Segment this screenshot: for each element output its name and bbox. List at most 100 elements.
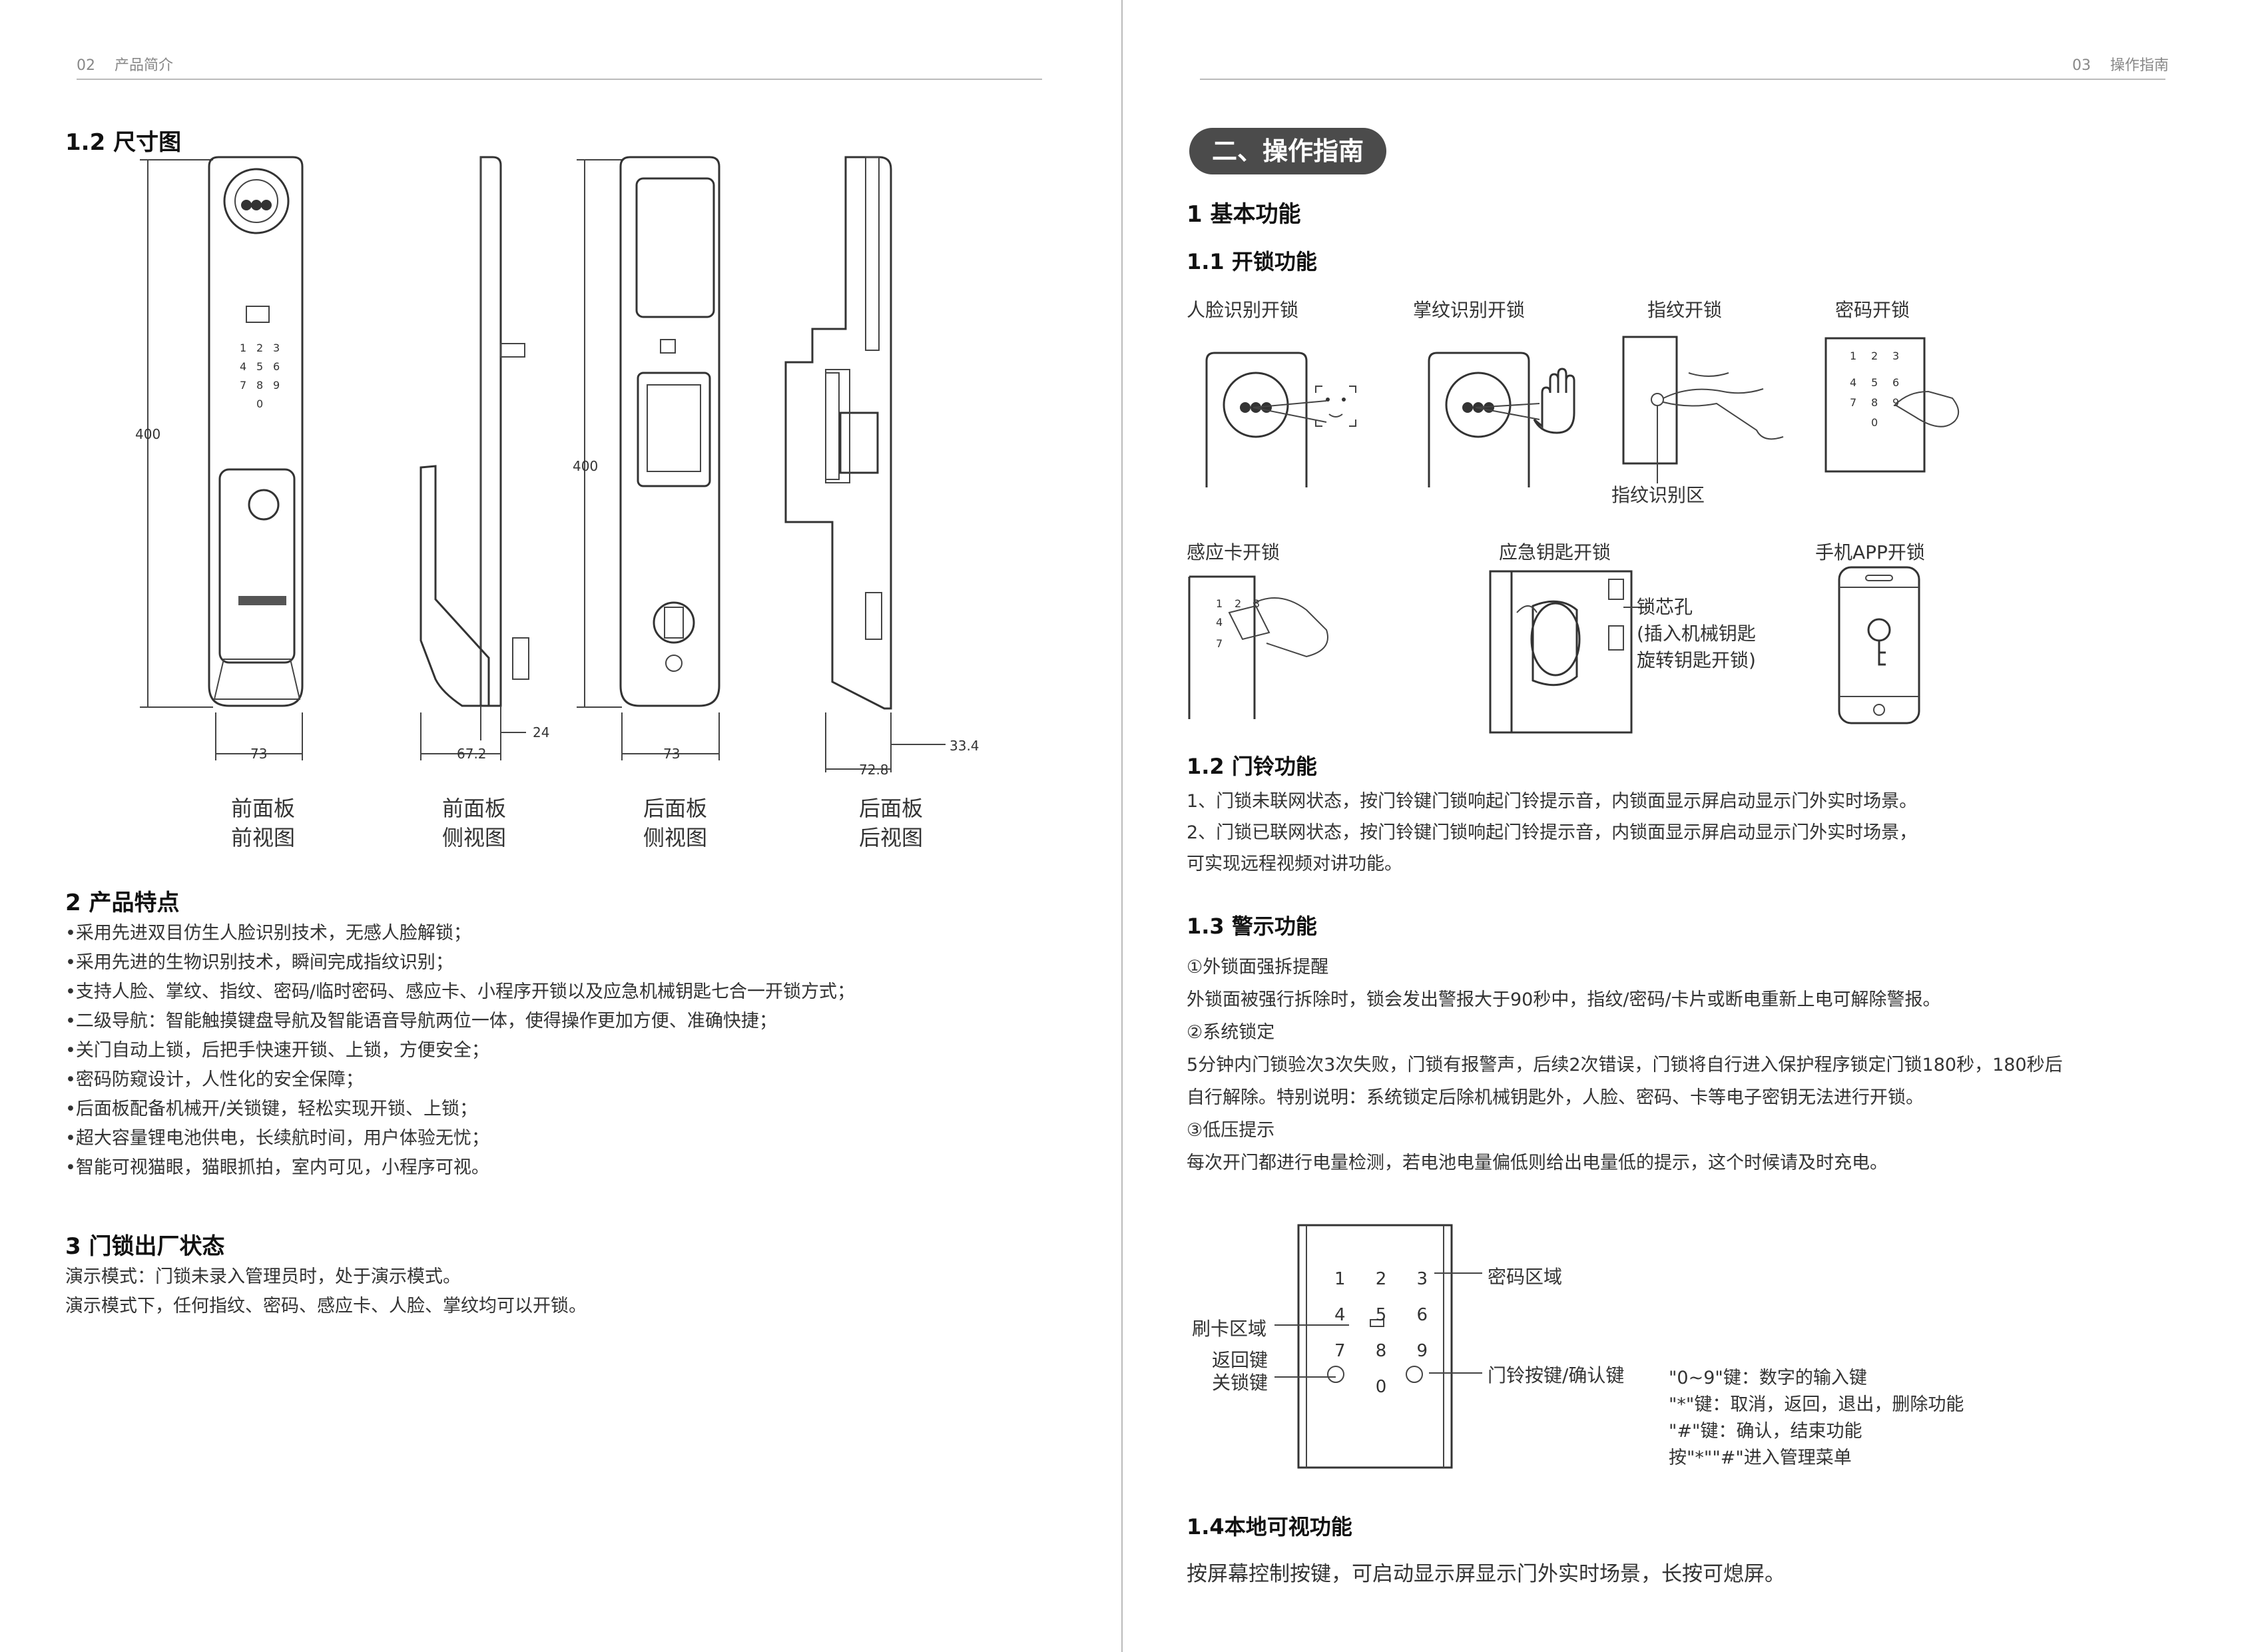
- fingerprint-illustration: [1622, 336, 1784, 483]
- svg-text:1: 1: [1216, 597, 1223, 610]
- dim-depth-side: 24: [533, 724, 550, 740]
- method-fingerprint: 指纹开锁: [1647, 299, 1723, 321]
- right-header: 03 操作指南: [2072, 53, 2169, 75]
- left-header: 02 产品简介: [77, 53, 173, 75]
- svg-text:4: 4: [1216, 616, 1223, 629]
- method-app: 手机APP开锁: [1815, 541, 1925, 563]
- feature-item: •密码防窥设计，人性化的安全保障；: [65, 1069, 364, 1090]
- app-illustration: [1838, 566, 1920, 724]
- label-bell-confirm: 门铃按键/确认键: [1488, 1364, 1625, 1386]
- key-7: 7: [1334, 1341, 1346, 1361]
- header-divider: [77, 79, 1042, 80]
- svg-text:8: 8: [256, 379, 263, 392]
- svg-text:9: 9: [1892, 396, 1899, 409]
- svg-text:7: 7: [1850, 396, 1856, 409]
- label-back-lock: 返回键 关锁键: [1212, 1349, 1268, 1394]
- front-side-view: [420, 156, 529, 760]
- key-2: 2: [1375, 1269, 1387, 1289]
- header-title: 产品简介: [115, 57, 174, 74]
- bell-text: 1、门锁未联网状态，按门铃键门锁响起门铃提示音，内锁面显示屏启动显示门外实时场景…: [1187, 791, 1918, 874]
- section-pill: 二、操作指南: [1189, 128, 1387, 174]
- keypad-keys: 1 2 3 4 5 6 7 8 9 0: [1334, 1261, 1428, 1405]
- svg-text:5: 5: [1871, 376, 1878, 389]
- dim-width-side: 67.2: [457, 746, 487, 762]
- svg-text:5: 5: [256, 360, 263, 373]
- svg-text:4: 4: [240, 360, 246, 373]
- factory-title: 3 门锁出厂状态: [65, 1233, 225, 1260]
- dim-width-backside: 72.8: [859, 762, 889, 778]
- feature-item: •超大容量锂电池供电，长续航时间，用户体验无忧；: [65, 1128, 489, 1149]
- alarm-text: ①外锁面强拆提醒 外锁面被强行拆除时，锁会发出警报大于90秒中，指纹/密码/卡片…: [1187, 957, 2063, 1173]
- svg-text:2: 2: [1871, 350, 1878, 362]
- alarm-title: 1.3 警示功能: [1187, 914, 1317, 939]
- svg-text:7: 7: [240, 379, 246, 392]
- key-illustration: [1489, 570, 1650, 734]
- feature-item: •后面板配备机械开/关锁键，轻松实现开锁、上锁；: [65, 1099, 478, 1119]
- palm-illustration: [1428, 352, 1575, 487]
- svg-text:6: 6: [1892, 376, 1899, 389]
- back-view: [577, 156, 720, 760]
- svg-text:8: 8: [1871, 396, 1878, 409]
- method-face: 人脸识别开锁: [1187, 299, 1299, 321]
- svg-text:1: 1: [1850, 350, 1856, 362]
- svg-text:1: 1: [240, 342, 246, 354]
- features-title: 2 产品特点: [65, 890, 180, 916]
- dim-depth-backside: 33.4: [950, 738, 980, 754]
- svg-text:7: 7: [1216, 637, 1223, 650]
- method-key: 应急钥匙开锁: [1499, 541, 1611, 563]
- keyhole-label: 锁芯孔 (插入机械钥匙 旋转钥匙开锁): [1637, 596, 1756, 671]
- dim-height-front: 400: [135, 426, 161, 442]
- video-text: 按屏幕控制按键，可启动显示屏显示门外实时场景，长按可熄屏。: [1187, 1562, 1785, 1586]
- face-illustration: [1205, 352, 1356, 487]
- key-0: 0: [1375, 1377, 1387, 1397]
- page-number: 03: [2072, 57, 2091, 74]
- svg-text:3: 3: [273, 342, 280, 354]
- method-card: 感应卡开锁: [1187, 541, 1280, 563]
- video-title: 1.4本地可视功能: [1187, 1514, 1352, 1539]
- feature-item: •支持人脸、掌纹、指纹、密码/临时密码、感应卡、小程序开锁以及应急机械钥匙七合一…: [65, 981, 856, 1002]
- fingerprint-area-label: 指纹识别区: [1611, 484, 1705, 506]
- svg-text:2: 2: [1235, 597, 1241, 610]
- factory-text: 演示模式：门锁未录入管理员时，处于演示模式。 演示模式下，任何指纹、密码、感应卡…: [65, 1266, 587, 1316]
- caption-front-front: 前面板前视图: [230, 796, 295, 850]
- feature-item: •二级导航：智能触摸键盘导航及智能语音导航两位一体，使得操作更加方便、准确快捷；: [65, 1011, 777, 1031]
- dim-width-front: 73: [250, 746, 268, 762]
- right-page: 03 操作指南 二、操作指南 1 基本功能 1.1 开锁功能 人脸识别开锁 掌纹…: [1121, 0, 2242, 1652]
- page-number: 02: [77, 57, 95, 74]
- key-6: 6: [1416, 1305, 1428, 1325]
- caption-front-side: 前面板侧视图: [441, 796, 506, 850]
- key-8: 8: [1375, 1341, 1387, 1361]
- keypad-diagram: [1274, 1224, 1482, 1469]
- key-5: 5: [1375, 1305, 1387, 1325]
- key-notes: "0~9"键：数字的输入键 "*"键：取消，返回，退出，删除功能 "#"键：确认…: [1669, 1368, 1964, 1468]
- bell-title: 1.2 门铃功能: [1187, 754, 1317, 779]
- method-palm: 掌纹识别开锁: [1413, 299, 1526, 321]
- dimension-title: 1.2 尺寸图: [65, 129, 182, 156]
- header-divider: [1200, 79, 2165, 80]
- key-1: 1: [1334, 1269, 1346, 1289]
- feature-item: •关门自动上锁，后把手快速开锁、上锁，方便安全；: [65, 1040, 489, 1061]
- back-side-view: [784, 156, 946, 772]
- dim-height-back: 400: [573, 458, 599, 474]
- caption-back-side: 后面板侧视图: [643, 796, 707, 850]
- unlock-title: 1.1 开锁功能: [1187, 249, 1317, 274]
- method-password: 密码开锁: [1835, 299, 1910, 321]
- svg-text:3: 3: [1253, 597, 1260, 610]
- svg-text:2: 2: [256, 342, 263, 354]
- label-card-area: 刷卡区域: [1192, 1318, 1267, 1340]
- svg-text:9: 9: [273, 379, 280, 392]
- svg-text:6: 6: [273, 360, 280, 373]
- svg-text:0: 0: [256, 398, 263, 410]
- svg-text:3: 3: [1892, 350, 1899, 362]
- features-list: •采用先进双目仿生人脸识别技术，无感人脸解锁； •采用先进的生物识别技术，瞬间完…: [65, 919, 1064, 1183]
- caption-back-back: 后面板后视图: [858, 796, 923, 850]
- feature-item: •采用先进的生物识别技术，瞬间完成指纹识别；: [65, 952, 453, 973]
- label-password-area: 密码区域: [1488, 1266, 1563, 1288]
- key-9: 9: [1416, 1341, 1428, 1361]
